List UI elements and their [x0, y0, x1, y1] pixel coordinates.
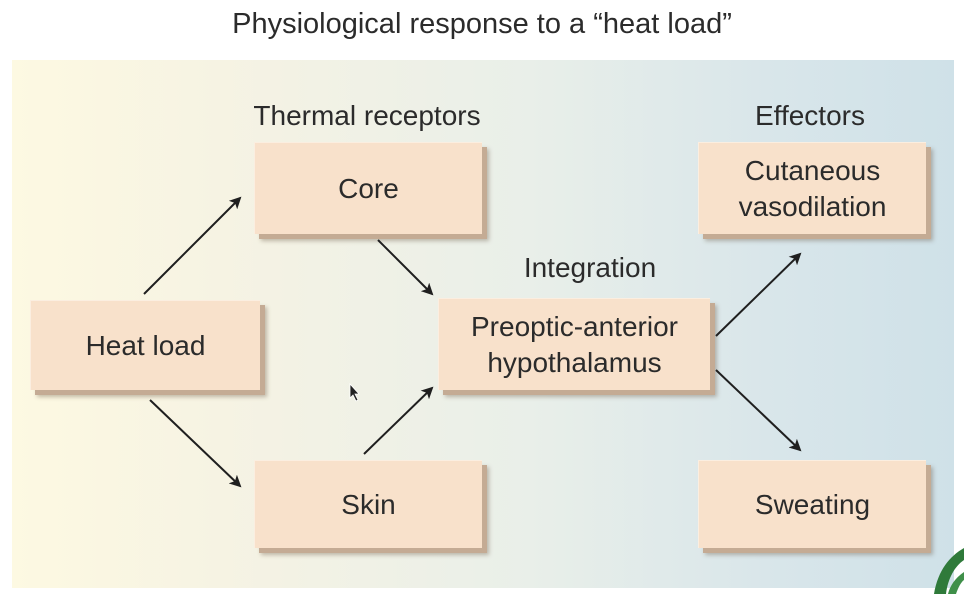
box-hypothalamus-line1: Preoptic-anterior	[471, 310, 678, 342]
label-thermal-receptors: Thermal receptors	[253, 100, 481, 131]
box-core-text: Core	[338, 172, 399, 204]
arrow-skin-to-hypothalamus	[363, 386, 434, 455]
arrow-heatload-to-skin	[149, 399, 242, 488]
box-cutaneous-vasodilation: Cutaneous vasodilation	[698, 142, 926, 234]
box-sweating-text: Sweating	[754, 488, 871, 520]
box-vasodilation-line2: vasodilation	[738, 190, 887, 222]
label-effectors: Effectors	[755, 100, 865, 131]
diagram-title: Physiological response to a “heat load”	[232, 8, 732, 40]
box-vasodilation-line1: Cutaneous	[744, 154, 881, 186]
label-integration: Integration	[523, 252, 657, 283]
box-skin-text: Skin	[341, 488, 396, 520]
box-heat-load-text: Heat load	[85, 329, 206, 361]
box-sweating: Sweating	[698, 460, 926, 548]
box-core: Core	[254, 142, 482, 234]
box-heat-load: Heat load	[30, 300, 260, 390]
arrow-core-to-hypothalamus	[377, 239, 434, 296]
box-hypothalamus: Preoptic-anterior hypothalamus	[438, 298, 710, 390]
arrow-hypothalamus-to-sweating	[715, 369, 802, 452]
leaf-decoration-icon	[934, 548, 964, 594]
box-hypothalamus-line2: hypothalamus	[487, 346, 662, 378]
mouse-cursor-icon	[349, 382, 360, 402]
arrow-heatload-to-core	[143, 196, 242, 295]
arrow-hypothalamus-to-vasodilation	[715, 252, 802, 337]
box-skin: Skin	[254, 460, 482, 548]
